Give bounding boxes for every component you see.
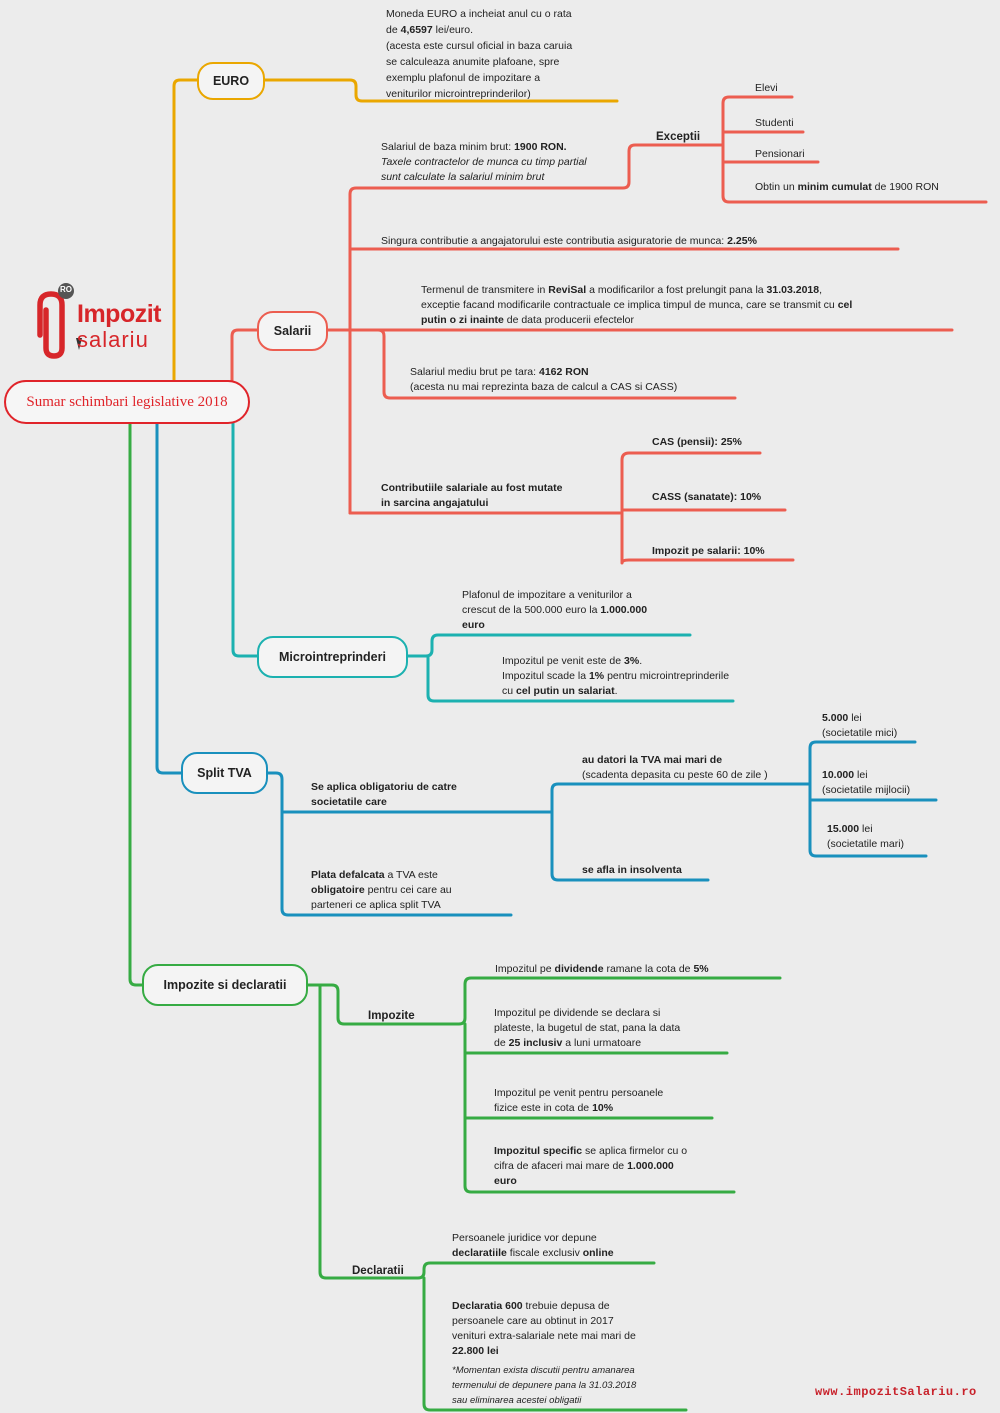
cass-text: CASS (sanatate): 10% — [652, 491, 762, 503]
logo-text-bottom: salariu — [77, 327, 149, 352]
impozite-sublabel: Impozite — [368, 1010, 415, 1022]
declaratia-600-note: *Momentan exista discutii pentru amanare… — [452, 1365, 637, 1406]
euro-node[interactable]: EURO — [197, 62, 265, 100]
impozit-specific-text: Impozitul specific se aplica firmelor cu… — [494, 1145, 688, 1187]
micro-impozit-text: Impozitul pe venit este de 3%.Impozitul … — [502, 655, 730, 697]
micro-node[interactable]: Microintreprinderi — [257, 636, 408, 678]
micro-branch-lines — [231, 421, 735, 703]
tva-insolventa-text: se afla in insolventa — [582, 864, 682, 876]
exceptie-studenti: Studenti — [755, 117, 794, 129]
salariu-minim-text: Salariul de baza minim brut: 1900 RON.Ta… — [381, 141, 587, 183]
salarii-branch-lines — [230, 95, 988, 565]
prag-15000-text: 15.000 lei(societatile mari) — [827, 823, 905, 850]
website-url[interactable]: www.impozitSalariu.ro — [815, 1385, 977, 1399]
exceptie-pensionari: Pensionari — [755, 148, 805, 160]
logo-text-top: Impozit — [77, 300, 162, 328]
salarii-node[interactable]: Salarii — [257, 311, 328, 351]
declaratii-sublabel: Declaratii — [352, 1265, 404, 1277]
ro-badge-label: RO — [60, 285, 72, 294]
tie-icon — [76, 338, 82, 350]
salariu-mediu-text: Salariul mediu brut pe tara: 4162 RON(ac… — [410, 366, 678, 393]
prag-10000-text: 10.000 lei(societatile mijlocii) — [822, 769, 911, 796]
impozite-declaratii-node[interactable]: Impozite si declaratii — [142, 964, 308, 1006]
cas-text: CAS (pensii): 25% — [652, 436, 742, 448]
split-tva-node[interactable]: Split TVA — [181, 752, 268, 794]
revisal-text: Termenul de transmitere in ReviSal a mod… — [421, 284, 853, 326]
impozite-branch-lines — [128, 421, 782, 1412]
exceptie-minim-cumulat: Obtin un minim cumulat de 1900 RON — [755, 181, 939, 193]
tva-branch-lines — [155, 421, 938, 917]
euro-branch-lines — [172, 78, 619, 384]
contributie-angajator-text: Singura contributie a angajatorului este… — [381, 235, 757, 247]
dividende-cota-text: Impozitul pe dividende ramane la cota de… — [495, 963, 709, 975]
paperclip-icon — [37, 291, 65, 359]
prag-5000-text: 5.000 lei(societatile mici) — [822, 712, 898, 739]
tva-datori-text: au datori la TVA mai mari de(scadenta de… — [582, 754, 768, 781]
ro-badge-icon — [58, 283, 74, 299]
exceptie-elevi: Elevi — [755, 82, 778, 94]
root-node[interactable]: Sumar schimbari legislative 2018 — [4, 380, 250, 424]
impozit-salarii-text: Impozit pe salarii: 10% — [652, 545, 765, 557]
exceptii-label: Exceptii — [656, 131, 701, 143]
